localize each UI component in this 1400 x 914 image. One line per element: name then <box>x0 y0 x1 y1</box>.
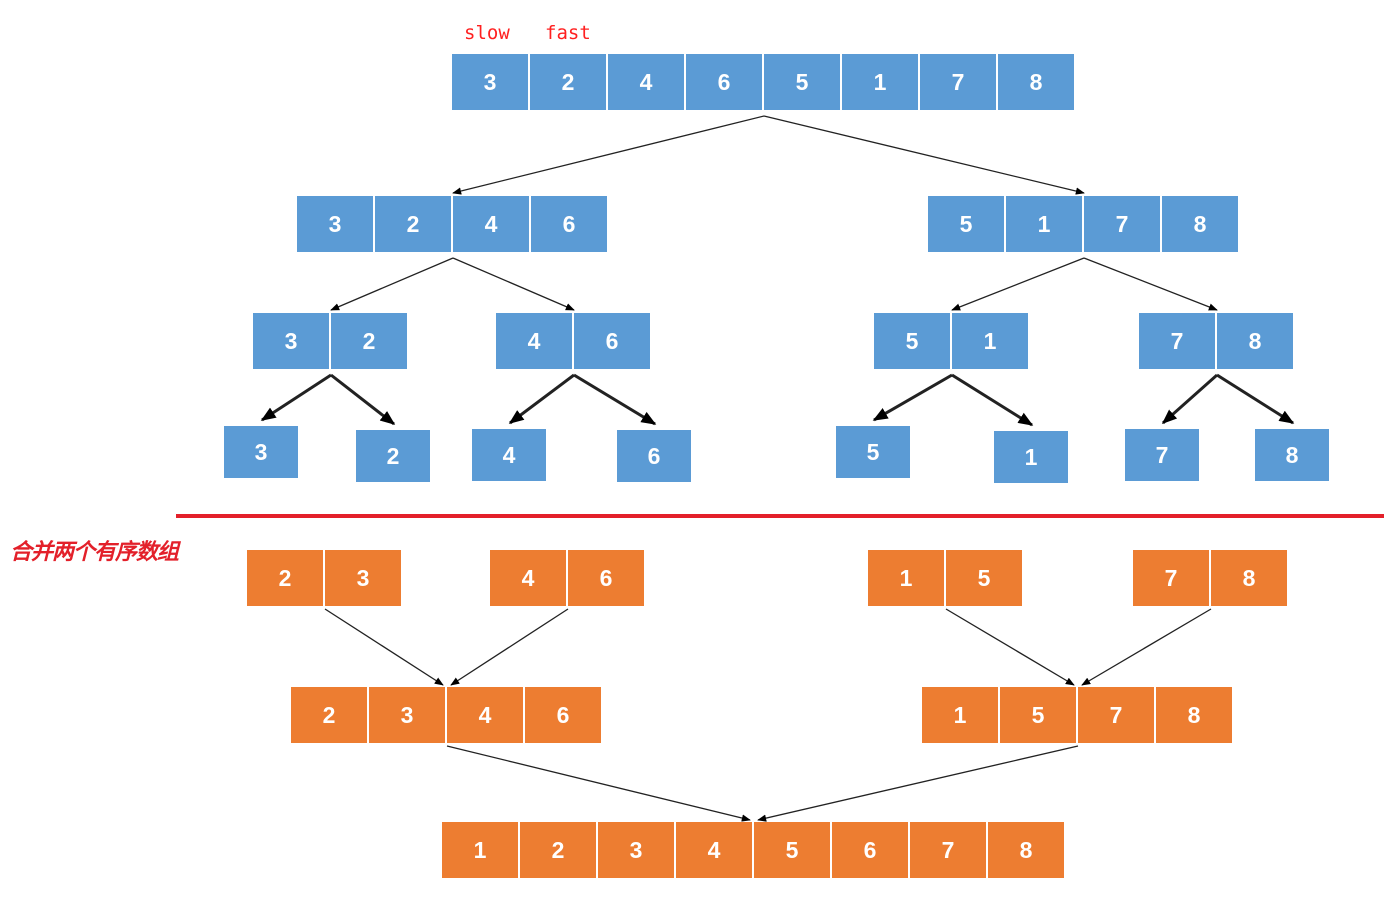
array-cell: 7 <box>920 54 996 110</box>
array-cell: 1 <box>868 550 944 606</box>
array-cell: 2 <box>356 430 430 482</box>
array-cell: 3 <box>598 822 674 878</box>
array-cell: 6 <box>525 687 601 743</box>
array-cell: 4 <box>496 313 572 369</box>
array-cell: 3 <box>253 313 329 369</box>
slow-pointer-label: slow <box>464 22 510 44</box>
array-cell: 4 <box>676 822 752 878</box>
split-arrow <box>330 257 454 311</box>
array-cell: 4 <box>472 429 546 481</box>
array-cell: 8 <box>1156 687 1232 743</box>
array-cell: 2 <box>291 687 367 743</box>
array-cell: 3 <box>297 196 373 252</box>
array-cell: 3 <box>369 687 445 743</box>
array-cell: 1 <box>442 822 518 878</box>
array-cell: 7 <box>1078 687 1154 743</box>
split-arrow <box>1083 257 1218 311</box>
array-cell: 8 <box>1217 313 1293 369</box>
array-cell: 1 <box>952 313 1028 369</box>
merge-arrow <box>324 608 444 686</box>
merge-caption: 合并两个有序数组 <box>10 540 179 565</box>
array-cell: 4 <box>453 196 529 252</box>
section-divider <box>176 514 1384 518</box>
array-cell: 1 <box>994 431 1068 483</box>
array-cell: 7 <box>1125 429 1199 481</box>
array-cell: 5 <box>1000 687 1076 743</box>
array-cell: 8 <box>988 822 1064 878</box>
array-cell: 5 <box>754 822 830 878</box>
array-cell: 5 <box>928 196 1004 252</box>
split-arrow <box>573 373 657 426</box>
array-cell: 3 <box>224 426 298 478</box>
fast-pointer-label: fast <box>545 22 591 44</box>
split-arrow <box>508 373 575 425</box>
array-cell: 1 <box>1006 196 1082 252</box>
split-arrow <box>872 373 953 422</box>
array-cell: 4 <box>490 550 566 606</box>
array-cell: 2 <box>247 550 323 606</box>
array-cell: 2 <box>530 54 606 110</box>
array-cell: 6 <box>568 550 644 606</box>
array-cell: 4 <box>447 687 523 743</box>
array-cell: 8 <box>1162 196 1238 252</box>
merge-arrow <box>945 608 1075 686</box>
merge-arrow <box>450 608 569 686</box>
merge-arrow <box>757 745 1079 822</box>
array-cell: 1 <box>842 54 918 110</box>
merge-arrow <box>1081 608 1212 686</box>
split-arrow <box>452 257 575 311</box>
array-cell: 6 <box>832 822 908 878</box>
array-cell: 3 <box>452 54 528 110</box>
array-cell: 5 <box>836 426 910 478</box>
array-cell: 6 <box>686 54 762 110</box>
split-arrow <box>1216 373 1295 425</box>
array-cell: 1 <box>922 687 998 743</box>
array-cell: 7 <box>910 822 986 878</box>
array-cell: 7 <box>1084 196 1160 252</box>
array-cell: 7 <box>1139 313 1215 369</box>
split-arrow <box>330 373 396 426</box>
array-cell: 6 <box>617 430 691 482</box>
split-arrow <box>951 373 1034 427</box>
array-cell: 4 <box>608 54 684 110</box>
array-cell: 8 <box>1255 429 1329 481</box>
split-arrow <box>260 373 332 422</box>
array-cell: 8 <box>998 54 1074 110</box>
merge-arrow <box>446 745 751 822</box>
array-cell: 5 <box>764 54 840 110</box>
array-cell: 7 <box>1133 550 1209 606</box>
split-arrow <box>951 257 1085 311</box>
split-arrow <box>452 115 765 195</box>
array-cell: 5 <box>874 313 950 369</box>
array-cell: 3 <box>325 550 401 606</box>
array-cell: 8 <box>1211 550 1287 606</box>
array-cell: 6 <box>531 196 607 252</box>
array-cell: 6 <box>574 313 650 369</box>
array-cell: 2 <box>375 196 451 252</box>
array-cell: 5 <box>946 550 1022 606</box>
split-arrow <box>1161 373 1218 425</box>
array-cell: 2 <box>520 822 596 878</box>
split-arrow <box>763 115 1085 195</box>
array-cell: 2 <box>331 313 407 369</box>
